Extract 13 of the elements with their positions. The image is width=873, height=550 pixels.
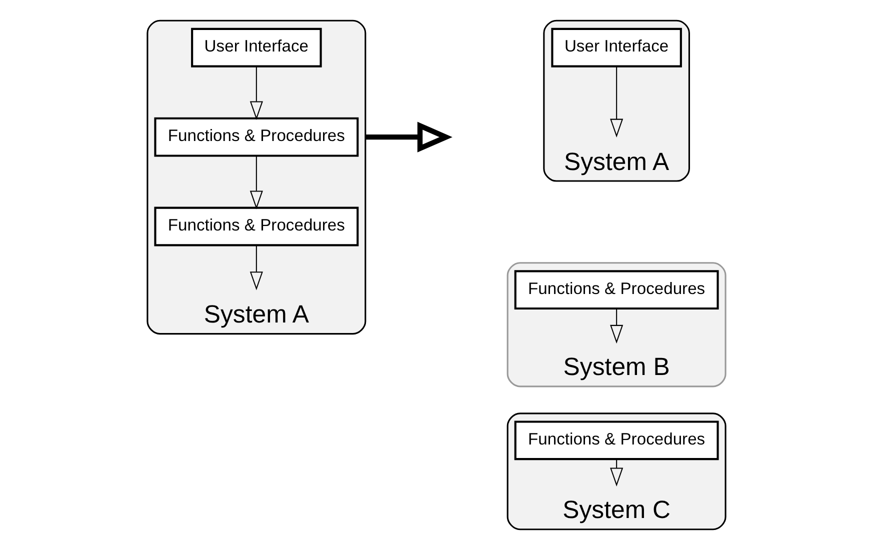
arrow <box>250 156 263 210</box>
arrow <box>610 308 624 344</box>
arrow <box>610 66 624 138</box>
arrow <box>250 245 263 290</box>
node-box: Functions & Procedures <box>154 206 359 246</box>
arrow <box>365 122 452 152</box>
node-box: Functions & Procedures <box>154 117 359 157</box>
node-box: User Interface <box>551 28 682 68</box>
node-box: User Interface <box>191 28 322 68</box>
node-box: Functions & Procedures <box>514 420 719 460</box>
arrow <box>610 459 624 486</box>
arrow <box>250 66 263 120</box>
node-box: Functions & Procedures <box>514 270 719 310</box>
